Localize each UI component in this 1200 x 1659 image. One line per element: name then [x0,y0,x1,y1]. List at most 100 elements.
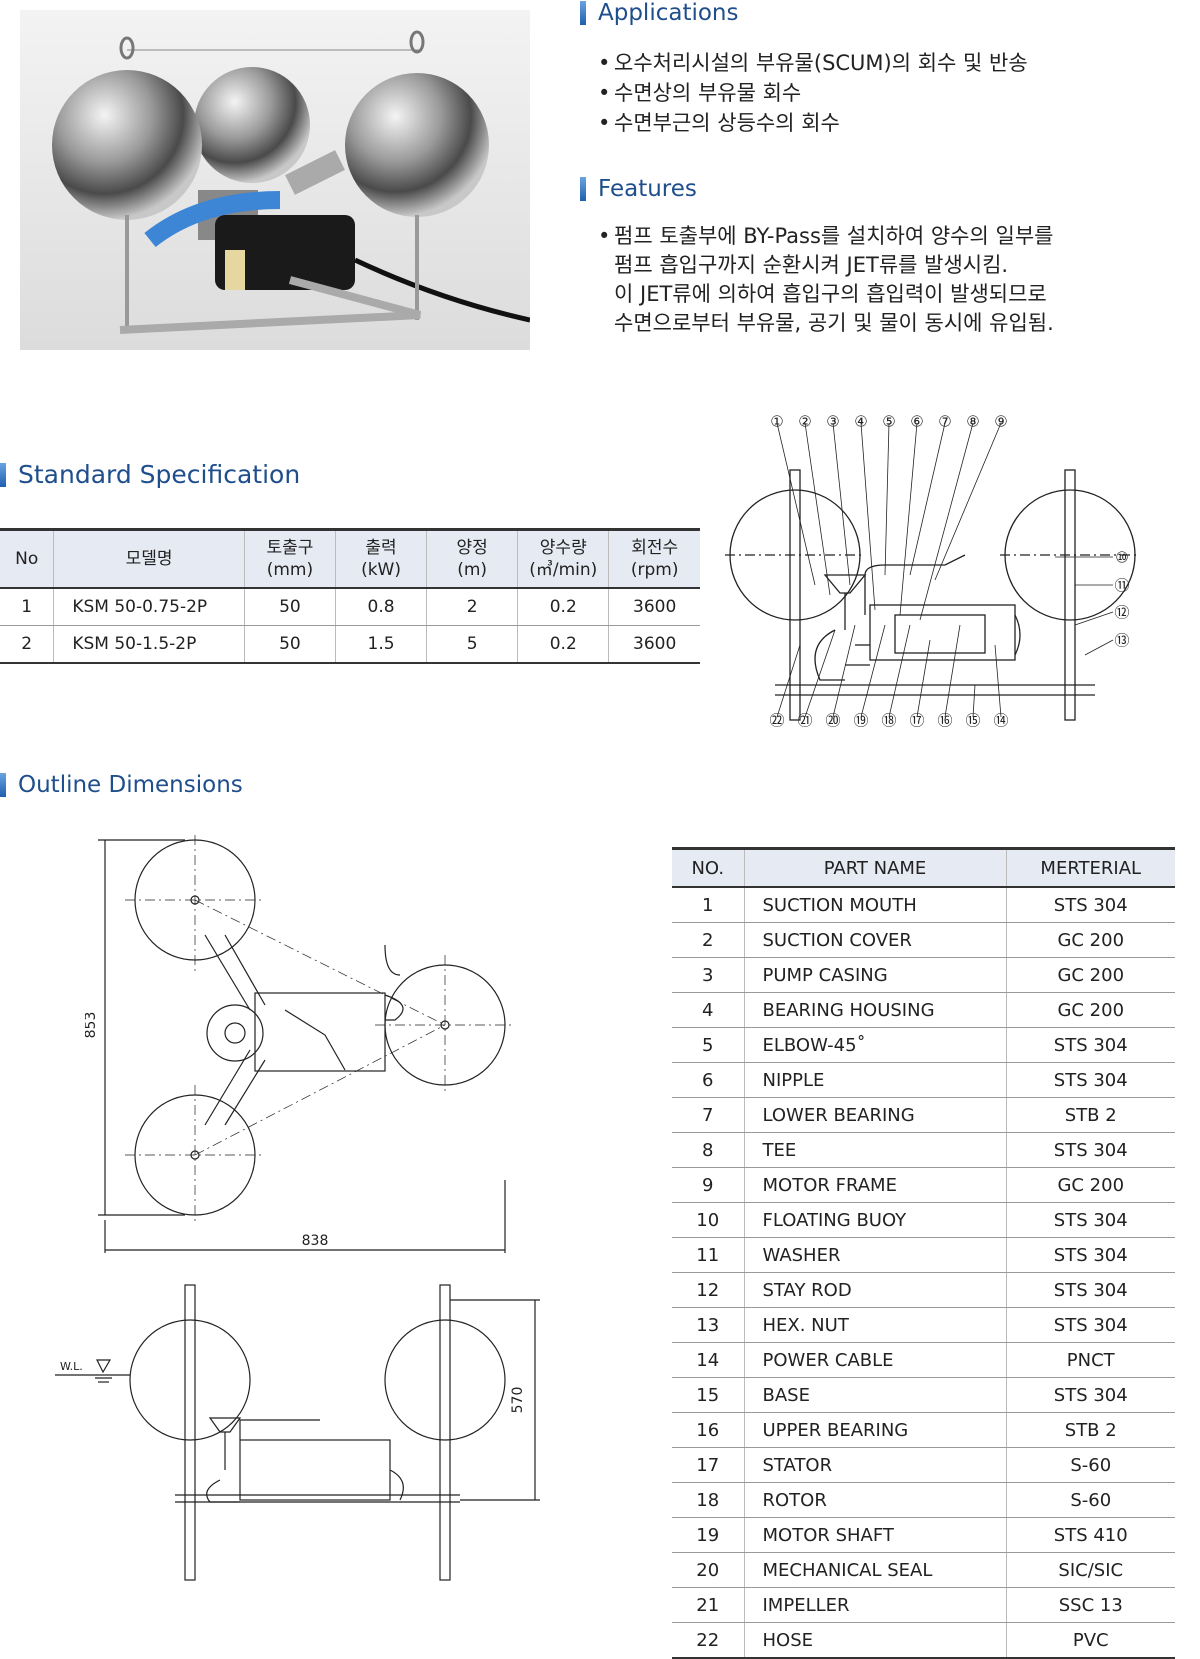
spec-cell: 5 [426,625,518,664]
part-material: STS 304 [1005,1307,1175,1343]
part-name: HEX. NUT [743,1307,1006,1343]
callout-label: ⑦ [938,415,951,430]
part-material: S-60 [1005,1447,1175,1483]
part-name: STATOR [743,1447,1006,1483]
callout-label: ⑱ [881,711,896,729]
list-item: 오수처리시설의 부유물(SCUM)의 회수 및 반송 [598,48,1028,78]
callout-label: ⑭ [993,711,1008,729]
part-number: 10 [672,1202,744,1238]
callout-label: ⑳ [825,711,840,729]
parts-header-row: NO. PART NAME MERTERIAL [672,847,1175,888]
features-text: •펌프 토출부에 BY-Pass를 설치하여 양수의 일부를 펌프 흡입구까지 … [598,222,1054,338]
callout-label: ⑥ [910,415,923,430]
callout-label: ⑮ [965,711,980,729]
part-number: 4 [672,992,744,1028]
part-material: PVC [1005,1622,1175,1659]
list-item: 수면상의 부유물 회수 [598,78,1028,108]
spec-cell: 2 [0,625,54,664]
part-number: 20 [672,1552,744,1588]
part-number: 6 [672,1062,744,1098]
feature-line: 펌프 토출부에 BY-Pass를 설치하여 양수의 일부를 [614,224,1054,248]
part-name: PUMP CASING [743,957,1006,993]
part-number: 8 [672,1132,744,1168]
standard-spec-heading: Standard Specification [0,460,300,489]
part-number: 15 [672,1377,744,1413]
callout-label: ⑬ [1114,631,1129,649]
part-number: 9 [672,1167,744,1203]
callout-label: ⑤ [882,415,895,430]
callout-label: ⑫ [1114,603,1129,621]
applications-title: Applications [598,0,739,26]
part-number: 18 [672,1482,744,1518]
part-name: POWER CABLE [743,1342,1006,1378]
part-number: 21 [672,1587,744,1623]
list-item: 수면부근의 상등수의 회수 [598,108,1028,138]
part-name: NIPPLE [743,1062,1006,1098]
table-row: 2 KSM 50-1.5-2P 50 1.5 5 0.2 3600 [0,625,700,664]
part-material: PNCT [1005,1342,1175,1378]
part-number: 1 [672,887,744,923]
spec-cell: 50 [243,625,336,664]
callout-label: ⑪ [1114,576,1129,594]
callout-label: ⑩ [1115,548,1128,566]
callout-label: ⑰ [909,711,924,729]
part-name: LOWER BEARING [743,1097,1006,1133]
features-heading: Features [580,176,697,202]
outline-heading: Outline Dimensions [0,772,243,798]
callout-label: ⑲ [853,711,868,729]
spec-cell: 0.8 [334,588,427,626]
part-material: GC 200 [1005,957,1175,993]
depth-dimension-label: 570 [510,1387,526,1414]
callout-label: ⑨ [994,415,1007,430]
parts-header-cell: PART NAME [743,847,1006,888]
part-material: SSC 13 [1005,1587,1175,1623]
applications-list: 오수처리시설의 부유물(SCUM)의 회수 및 반송 수면상의 부유물 회수 수… [598,48,1028,138]
part-material: GC 200 [1005,992,1175,1028]
callout-label: ㉒ [769,711,784,729]
part-material: STS 304 [1005,1202,1175,1238]
part-material: S-60 [1005,1482,1175,1518]
part-number: 12 [672,1272,744,1308]
part-name: ROTOR [743,1482,1006,1518]
part-name: SUCTION MOUTH [743,887,1006,923]
spec-cell: 3600 [608,625,700,664]
part-name: TEE [743,1132,1006,1168]
spec-header-cell: 회전수(rpm) [608,528,700,589]
spec-cell: 0.2 [517,625,609,664]
part-material: STB 2 [1005,1412,1175,1448]
part-name: ELBOW-45˚ [743,1027,1006,1063]
callout-label: ① [770,415,783,430]
callout-label: ④ [854,415,867,430]
part-number: 17 [672,1447,744,1483]
part-number: 19 [672,1517,744,1553]
feature-line: 이 JET류에 의하여 흡입구의 흡입력이 발생되므로 [614,282,1047,306]
part-name: BASE [743,1377,1006,1413]
part-name: BEARING HOUSING [743,992,1006,1028]
part-material: STS 304 [1005,1272,1175,1308]
spec-header-row: No 모델명 토출구(mm) 출력(kW) 양정(m) 양수량(㎥/min) 회… [0,528,700,589]
callout-label: ㉑ [797,711,812,729]
part-material: SIC/SIC [1005,1552,1175,1588]
features-title: Features [598,176,697,202]
part-number: 2 [672,922,744,958]
part-name: MECHANICAL SEAL [743,1552,1006,1588]
callout-label: ② [798,415,811,430]
part-material: STS 410 [1005,1517,1175,1553]
part-number: 3 [672,957,744,993]
spec-header-cell: 양정(m) [426,528,518,589]
part-name: STAY ROD [743,1272,1006,1308]
part-material: STS 304 [1005,1377,1175,1413]
spec-header-cell: 양수량(㎥/min) [517,528,609,589]
